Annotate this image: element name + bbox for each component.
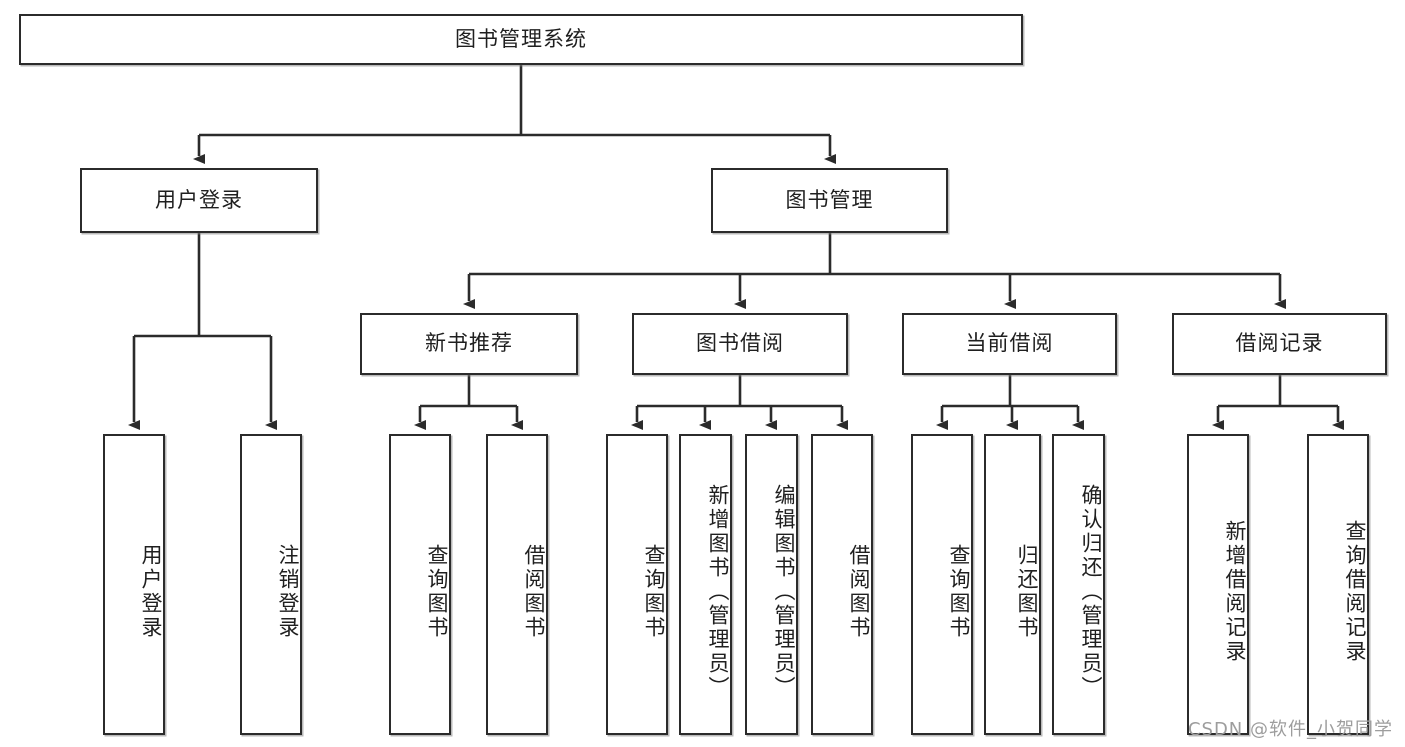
node-level3-0[interactable]: 新书推荐: [360, 313, 578, 375]
node-leaf-9[interactable]: 归还图书: [984, 434, 1041, 735]
node-leaf-0[interactable]: 用户登录: [103, 434, 165, 735]
node-leaf-10-label: 确认归还（管理员）: [1079, 483, 1103, 700]
node-level3-1[interactable]: 图书借阅: [632, 313, 848, 375]
node-leaf-1[interactable]: 注销登录: [240, 434, 302, 735]
node-level3-2[interactable]: 当前借阅: [902, 313, 1117, 375]
node-level3-1-label: 图书借阅: [696, 331, 784, 356]
node-level3-0-label: 新书推荐: [425, 331, 513, 356]
node-leaf-0-label: 用户登录: [139, 543, 163, 640]
node-leaf-11-label: 新增借阅记录: [1223, 519, 1247, 664]
node-level3-2-label: 当前借阅: [965, 331, 1054, 356]
node-leaf-1-label: 注销登录: [276, 543, 300, 640]
node-leaf-8[interactable]: 查询图书: [911, 434, 973, 735]
node-leaf-3[interactable]: 借阅图书: [486, 434, 548, 735]
node-leaf-2[interactable]: 查询图书: [389, 434, 451, 735]
node-leaf-10[interactable]: 确认归还（管理员）: [1052, 434, 1105, 735]
node-leaf-9-label: 归还图书: [1015, 543, 1039, 640]
node-level2-0[interactable]: 用户登录: [80, 168, 318, 233]
node-leaf-4-label: 查询图书: [642, 543, 666, 640]
csdn-watermark: CSDN @软件_小贺同学: [1187, 719, 1393, 740]
node-leaf-7-label: 借阅图书: [847, 543, 871, 640]
node-level3-3-label: 借阅记录: [1235, 331, 1324, 356]
node-leaf-5[interactable]: 新增图书（管理员）: [679, 434, 732, 735]
node-leaf-8-label: 查询图书: [947, 543, 971, 640]
node-leaf-5-label: 新增图书（管理员）: [706, 483, 730, 700]
node-leaf-11[interactable]: 新增借阅记录: [1187, 434, 1249, 735]
node-leaf-7[interactable]: 借阅图书: [811, 434, 873, 735]
node-level2-1[interactable]: 图书管理: [711, 168, 948, 233]
node-level2-1-label: 图书管理: [785, 187, 874, 212]
node-leaf-6-label: 编辑图书（管理员）: [772, 483, 796, 700]
node-leaf-6[interactable]: 编辑图书（管理员）: [745, 434, 798, 735]
node-leaf-2-label: 查询图书: [425, 543, 449, 640]
node-root-label: 图书管理系统: [455, 26, 587, 51]
node-leaf-3-label: 借阅图书: [522, 543, 546, 640]
node-level2-0-label: 用户登录: [155, 187, 243, 212]
node-leaf-12[interactable]: 查询借阅记录: [1307, 434, 1369, 735]
node-root[interactable]: 图书管理系统: [19, 14, 1023, 65]
node-level3-3[interactable]: 借阅记录: [1172, 313, 1387, 375]
node-leaf-12-label: 查询借阅记录: [1343, 519, 1367, 664]
node-leaf-4[interactable]: 查询图书: [606, 434, 668, 735]
